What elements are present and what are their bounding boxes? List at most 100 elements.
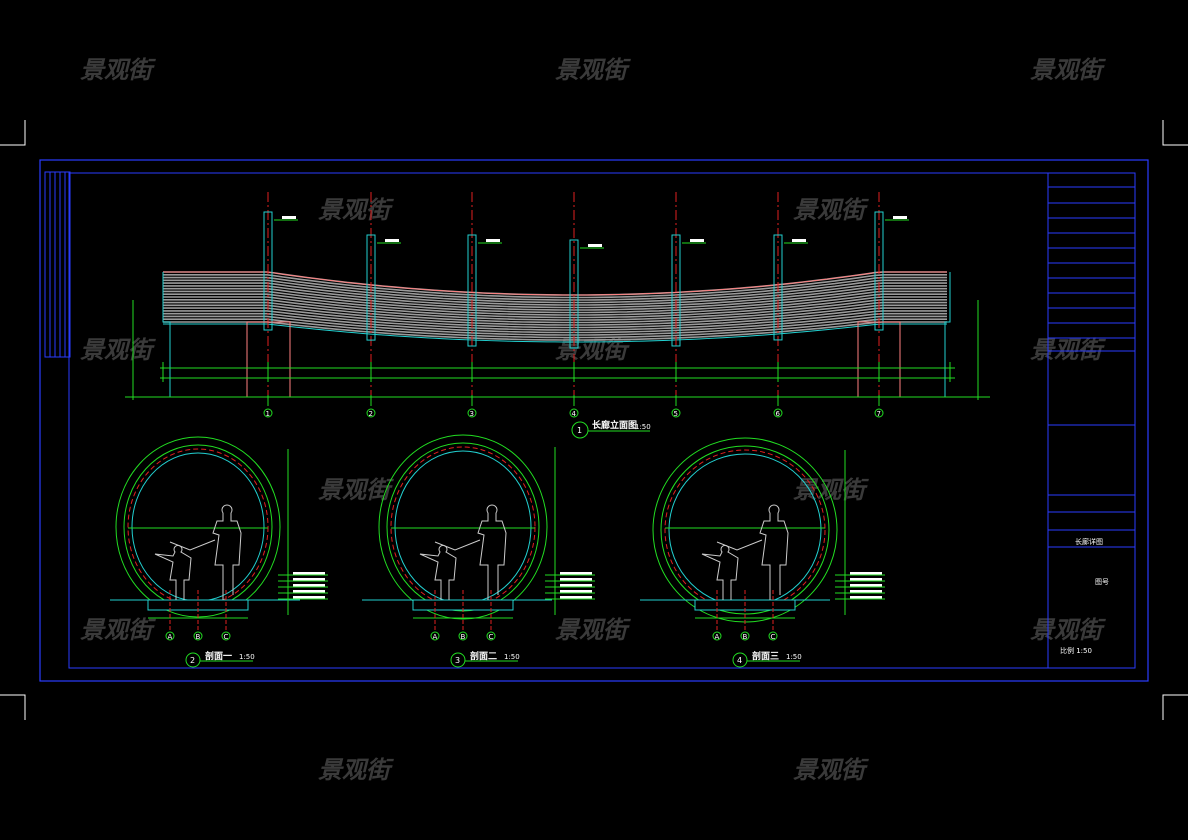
elevation-title: 1 长廊立面图 1:50: [571, 419, 651, 439]
axis-label: 2: [369, 410, 373, 418]
axis-label: A: [168, 633, 173, 641]
axis-bubble: [740, 631, 750, 641]
axis-bubble: [430, 631, 440, 641]
section-title: 剖面二: [470, 650, 497, 662]
axis-bubble: [768, 631, 778, 641]
elevation-number-bubble: [571, 421, 589, 439]
axis-bubble: [221, 631, 231, 641]
axis-bubble: [366, 408, 376, 418]
leader-note: [560, 578, 592, 581]
outer-dim-arc: [652, 437, 838, 623]
watermark: 景观街: [318, 756, 394, 784]
watermark: 景观街: [318, 476, 394, 504]
leader-note: [293, 590, 325, 593]
inner-border: [68, 172, 1136, 669]
ring-inner: [394, 450, 532, 604]
leader-note: [850, 572, 882, 575]
title-block: 长廊详图 图号 比例 1:50: [1060, 537, 1109, 655]
adult-arm: [169, 539, 216, 551]
watermarks: 景观街 景观街 景观街 景观街 景观街 景观街 景观街 景观街 景观街 景观街 …: [80, 56, 1106, 784]
axis-label: 7: [877, 410, 881, 418]
watermark: 景观街: [1030, 616, 1106, 644]
section-scale: 1:50: [239, 653, 255, 661]
section-number-bubble: [450, 652, 466, 668]
sheet-corner-marks: [0, 120, 1188, 720]
leader-note: [850, 590, 882, 593]
watermark: 景观街: [555, 56, 631, 84]
outer-dim-arc: [378, 434, 548, 620]
axis-bubble: [263, 408, 273, 418]
roof-slat-line: [163, 298, 947, 321]
column-post: [263, 211, 273, 331]
roof-slat-line: [163, 282, 947, 306]
section-scale: 1:50: [504, 653, 520, 661]
watermark: 景观街: [793, 196, 869, 224]
section-number: 2: [190, 656, 195, 665]
leader-note: [293, 578, 325, 581]
sheet-frame: [39, 159, 1149, 682]
leader-note: [560, 572, 592, 575]
leader-note: [560, 584, 592, 587]
elevation-number: 1: [577, 426, 582, 435]
leader-note: [690, 239, 704, 242]
leader-note: [893, 216, 907, 219]
ring-center: [127, 448, 269, 606]
roof-slat-line: [163, 276, 947, 301]
column-post: [366, 234, 376, 341]
roof-slat-line: [163, 312, 947, 334]
roof-slat-line: [163, 290, 947, 314]
column-post: [874, 211, 884, 331]
adult-arm: [716, 539, 763, 551]
roof-slat-line: [163, 310, 947, 331]
axis-bubble: [874, 408, 884, 418]
axis-label: 6: [776, 410, 781, 418]
axis-label: 4: [572, 410, 577, 418]
roof-slat-line: [163, 296, 947, 319]
watermark: 景观街: [80, 336, 156, 364]
adult-silhouette: [212, 504, 242, 600]
roof-slat-line: [163, 307, 947, 329]
leader-note: [293, 572, 325, 575]
watermark: 景观街: [80, 616, 156, 644]
ring-outer: [660, 445, 830, 615]
section-number: 3: [455, 656, 460, 665]
axis-bubble: [193, 631, 203, 641]
drawing-name: 长廊详图: [1075, 537, 1103, 546]
column-post: [671, 234, 681, 347]
roof-slat-line: [163, 273, 947, 299]
section-number-bubble: [732, 652, 748, 668]
leader-note: [282, 216, 296, 219]
axis-label: B: [196, 633, 201, 641]
leader-note: [486, 239, 500, 242]
adult-arm: [434, 539, 481, 551]
axis-label: A: [433, 633, 438, 641]
child-silhouette: [154, 544, 192, 600]
elevation-scale: 1:50: [635, 423, 651, 431]
roof-slat-line: [163, 301, 947, 324]
leader-note: [850, 584, 882, 587]
roof-slat-line: [163, 285, 947, 309]
axis-label: A: [715, 633, 720, 641]
watermark: 景观街: [1030, 56, 1106, 84]
leader-note: [588, 244, 602, 247]
column-post: [569, 239, 579, 349]
section-title: 剖面三: [752, 650, 779, 662]
axis-bubble: [569, 408, 579, 418]
watermark: 景观街: [555, 616, 631, 644]
scale-note: 比例 1:50: [1060, 646, 1092, 655]
ring-outer: [123, 444, 273, 610]
roof-slat-line: [163, 315, 947, 336]
leader-note: [850, 578, 882, 581]
leader-note: [792, 239, 806, 242]
sheet-label: 图号: [1095, 578, 1109, 586]
section-number-bubble: [185, 652, 201, 668]
axis-label: 1: [266, 410, 270, 418]
axis-label: 5: [674, 410, 678, 418]
adult-silhouette: [477, 504, 507, 600]
